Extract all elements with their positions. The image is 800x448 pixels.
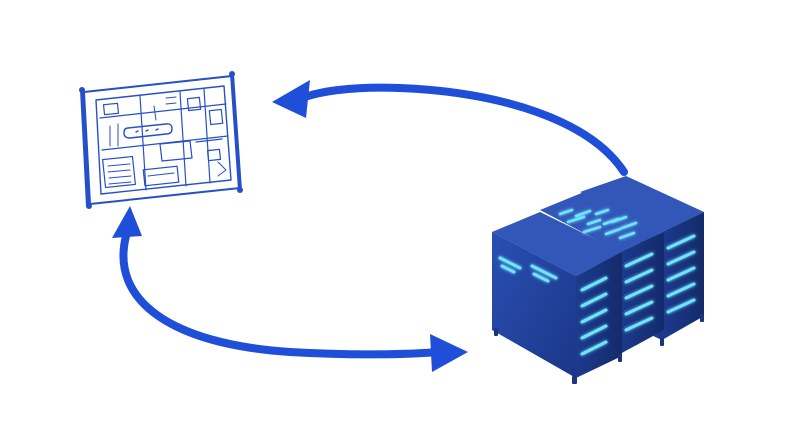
blueprint-icon	[79, 71, 243, 209]
arrow-blueprint-to-servers	[112, 206, 468, 372]
arrow-servers-to-blueprint	[272, 80, 628, 176]
server-led-lights	[498, 208, 696, 356]
server-rack-feet	[494, 314, 704, 384]
server-rack-icon	[492, 176, 704, 384]
